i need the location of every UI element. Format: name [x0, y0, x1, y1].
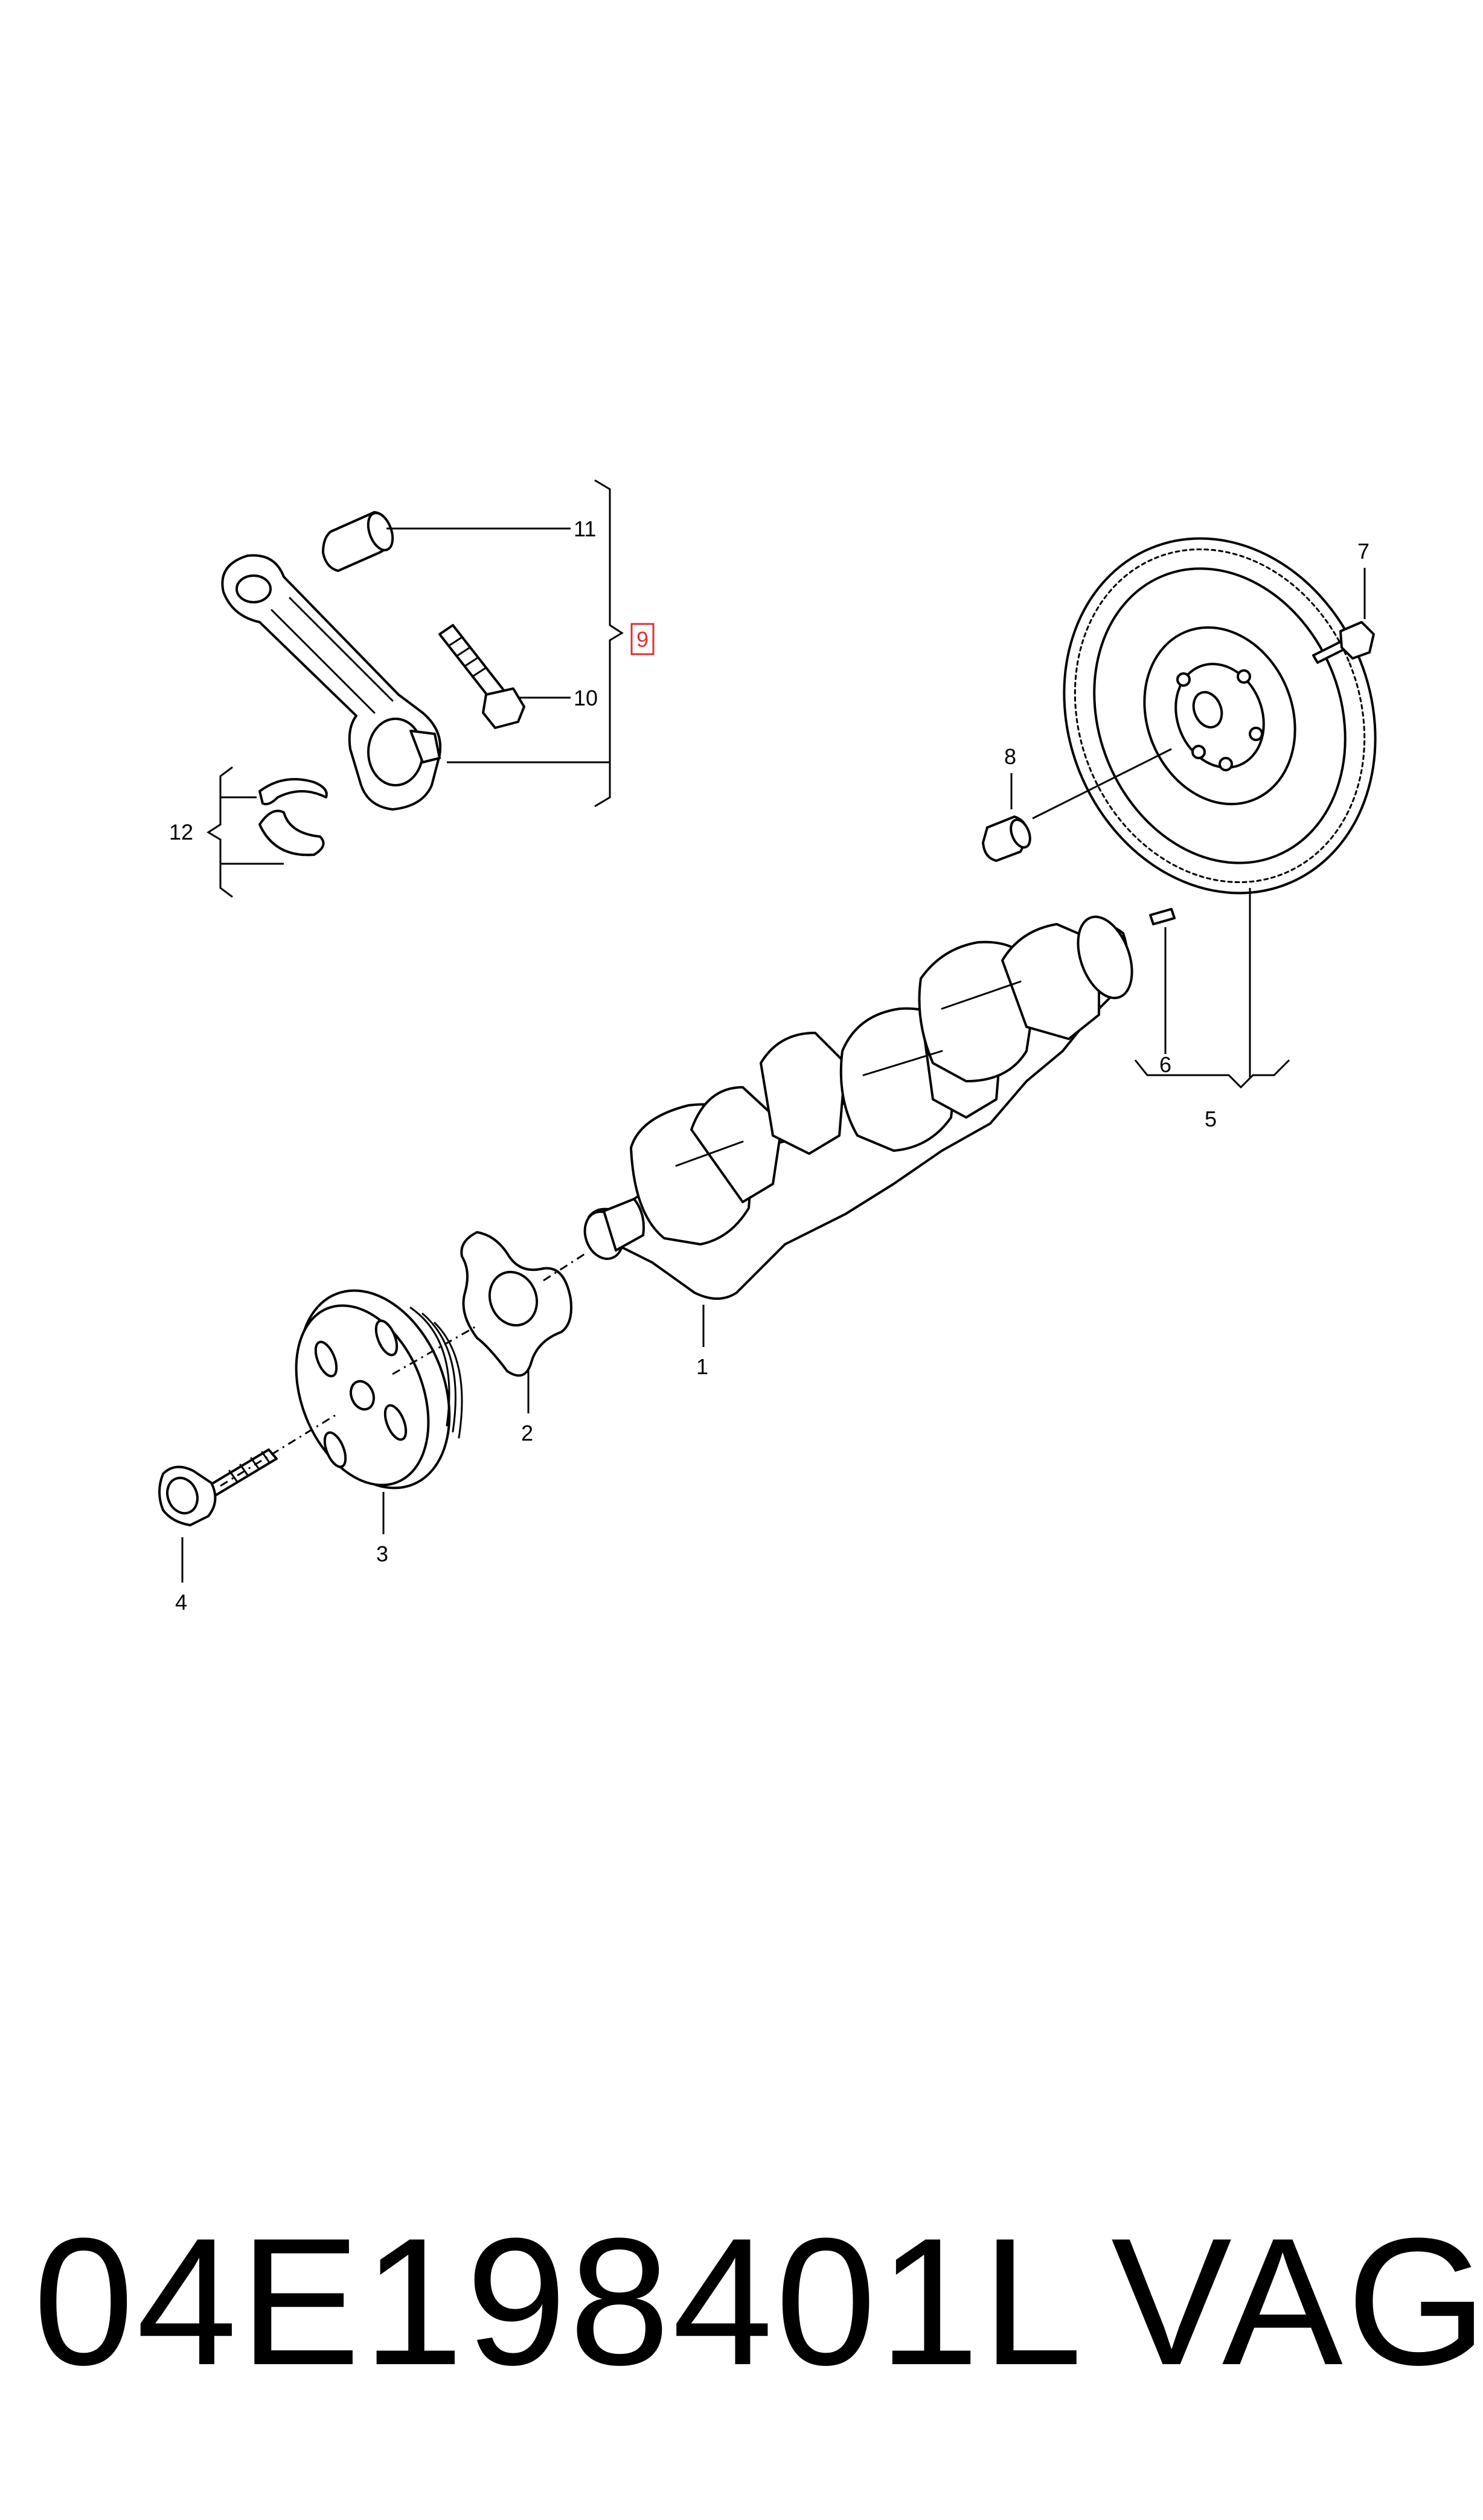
conrod-bolt — [438, 624, 525, 729]
part-number: 04E198401L — [33, 2200, 1085, 2403]
brand-name: VAG — [1111, 2200, 1483, 2403]
callout-7: 7 — [1357, 539, 1369, 564]
callout-8: 8 — [1004, 744, 1016, 769]
pilot-bushing — [982, 815, 1031, 862]
connecting-rod — [221, 554, 442, 811]
piston-pin — [322, 511, 394, 572]
callout-3: 3 — [376, 1541, 388, 1566]
pulley-bolt — [158, 1448, 278, 1526]
flywheel — [1063, 537, 1377, 895]
callout-4: 4 — [175, 1590, 187, 1615]
callout-12: 12 — [169, 820, 193, 844]
crankshaft — [583, 915, 1133, 1300]
callout-2: 2 — [521, 1421, 533, 1445]
callout-1: 1 — [696, 1354, 708, 1379]
dowel-pin — [1149, 908, 1176, 925]
callout-6: 6 — [1159, 1052, 1171, 1077]
callout-9: 9 — [636, 627, 649, 652]
callout-9-highlight-box — [630, 623, 655, 655]
callout-10: 10 — [574, 686, 598, 710]
callout-5: 5 — [1205, 1107, 1217, 1131]
vibration-damper-pulley — [295, 1289, 463, 1490]
callout-11: 11 — [574, 516, 596, 541]
flywheel-bolt — [1312, 621, 1375, 664]
bearing-shells — [258, 778, 328, 857]
oil-pump-drive-washer — [460, 1231, 572, 1377]
